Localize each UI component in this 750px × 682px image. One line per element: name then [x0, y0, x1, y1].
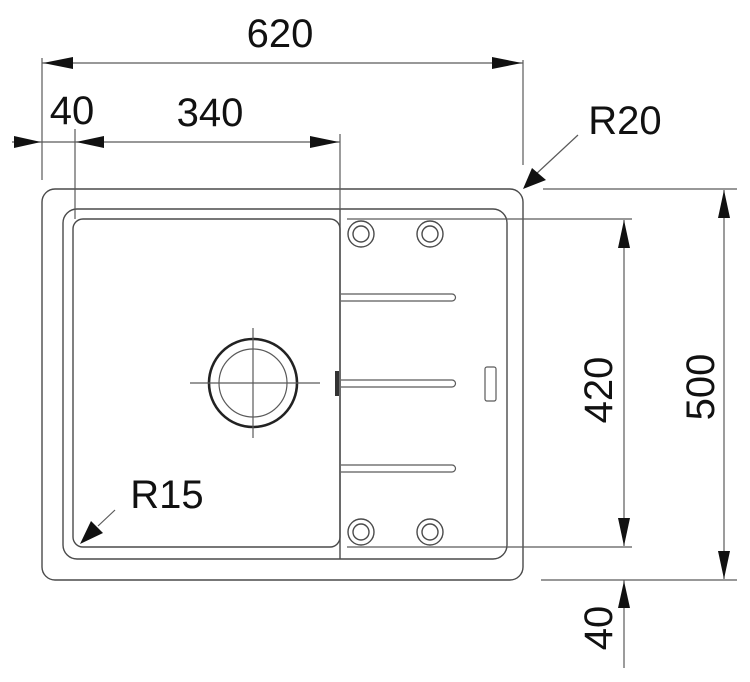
- tap-hole-icon: [347, 220, 375, 248]
- dim-label-340: 340: [177, 91, 244, 135]
- tap-hole-icon: [416, 220, 444, 248]
- inner-rim: [62, 208, 508, 560]
- dim-label-r15: R15: [130, 473, 203, 517]
- dim-label-r20: R20: [588, 99, 661, 143]
- dim-label-620: 620: [247, 12, 314, 56]
- overflow-slot: [484, 366, 497, 402]
- dimension-overall-depth: 500: [541, 188, 737, 581]
- dim-label-500: 500: [679, 354, 723, 421]
- dimension-bowl-depth: 420: [577, 220, 630, 546]
- drain-outlet: [190, 328, 320, 438]
- dimension-r20: R20: [523, 99, 662, 189]
- outer-rim: [41, 188, 524, 581]
- sink-body: [41, 188, 632, 581]
- tap-holes: [347, 220, 444, 546]
- rib-end-marker: [335, 371, 339, 396]
- tap-hole-icon: [416, 518, 444, 546]
- drainer-rib: [341, 464, 457, 473]
- dim-label-420: 420: [577, 357, 621, 424]
- dimension-bowl-width: 40 340: [12, 89, 341, 219]
- drainer-rib: [341, 379, 457, 388]
- dimension-r15: R15: [80, 473, 204, 544]
- dimension-bottom-offset: 40: [577, 580, 630, 668]
- dim-label-40-left: 40: [50, 89, 95, 133]
- drainer-rib: [341, 293, 457, 302]
- drainer-ribs: [335, 293, 457, 473]
- tap-hole-icon: [347, 518, 375, 546]
- dim-label-40-bottom: 40: [577, 606, 621, 651]
- dimension-overall-width: 620: [41, 12, 524, 180]
